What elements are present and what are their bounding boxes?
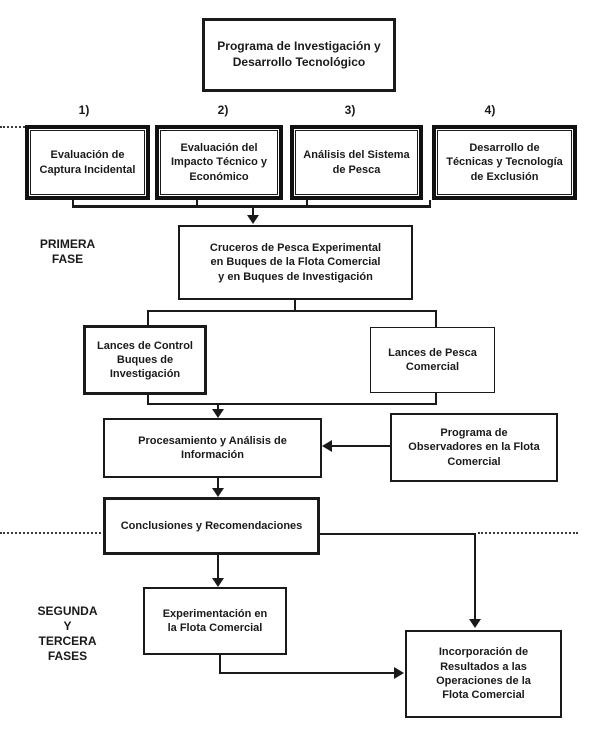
box-desarrollo-tecnicas-text: Desarrollo de Técnicas y Tecnología de E… (446, 142, 563, 183)
box-programa-investigacion: Programa de Investigación y Desarrollo T… (202, 18, 396, 92)
connector-lances-horizontal-top (147, 310, 437, 312)
connector-cruceros-down (294, 300, 296, 312)
box-procesamiento-analisis: Procesamiento y Análisis de Información (103, 418, 322, 478)
connector-factors-horizontal (72, 205, 431, 208)
box-procesamiento-text: Procesamiento y Análisis de Información (138, 434, 287, 461)
connector-lances-control-down (147, 395, 149, 405)
box-evaluacion-captura-text: Evaluación de Captura Incidental (39, 149, 136, 176)
box-inner-border: Análisis del Sistema de Pesca (295, 130, 418, 195)
box-evaluacion-captura-incidental: Evaluación de Captura Incidental (25, 125, 150, 200)
arrowhead-into-experimentacion (212, 578, 224, 587)
box-evaluacion-impacto-text: Evaluación del Impacto Técnico y Económi… (171, 142, 267, 183)
connector-experimentacion-right (219, 672, 396, 674)
box-programa-observadores: Programa de Observadores en la Flota Com… (390, 413, 558, 482)
box-inner-border: Evaluación de Captura Incidental (30, 130, 145, 195)
connector-factor1-stub (72, 200, 74, 207)
connector-to-lances-pesca (435, 310, 437, 327)
arrowhead-into-incorporacion-left (394, 667, 404, 679)
dotted-separator-middle-left (0, 532, 101, 534)
box-conclusiones-text: Conclusiones y Recomendaciones (120, 519, 303, 532)
box-conclusiones-recomendaciones: Conclusiones y Recomendaciones (103, 497, 320, 555)
connector-factor2-stub (196, 200, 198, 207)
box-experimentacion-flota: Experimentación en la Flota Comercial (143, 587, 287, 655)
box-lances-pesca-comercial: Lances de Pesca Comercial (370, 327, 495, 393)
connector-lances-pesca-down (435, 393, 437, 405)
arrowhead-into-procesamiento-right (322, 440, 332, 452)
box-analisis-sistema-text: Análisis del Sistema de Pesca (303, 149, 410, 176)
arrowhead-into-incorporacion-top (469, 619, 481, 628)
box-incorporacion-resultados: Incorporación de Resultados a las Operac… (405, 630, 562, 718)
connector-to-cruceros (252, 207, 254, 216)
connector-to-experimentacion (217, 555, 219, 580)
connector-conclusiones-right (320, 533, 476, 535)
connector-factor4-stub (429, 200, 431, 207)
connector-observadores-to-procesamiento (332, 445, 390, 447)
box-lances-control-text: Lances de Control Buques de Investigació… (97, 339, 193, 381)
box-lances-control: Lances de Control Buques de Investigació… (83, 325, 207, 395)
box-analisis-sistema-pesca: Análisis del Sistema de Pesca (290, 125, 423, 200)
box-cruceros-text: Cruceros de Pesca Experimental en Buques… (209, 242, 382, 283)
dotted-separator-top (0, 126, 28, 128)
factor-number-4: 4) (484, 103, 496, 117)
box-incorporacion-text: Incorporación de Resultados a las Operac… (436, 646, 531, 702)
dotted-separator-middle-right (478, 532, 578, 534)
connector-right-down (474, 533, 476, 620)
box-programa-text: Programa de Investigación y Desarrollo T… (217, 39, 381, 69)
box-inner-border: Evaluación del Impacto Técnico y Económi… (160, 130, 278, 195)
factor-number-1: 1) (78, 103, 90, 117)
factor-number-2: 2) (217, 103, 229, 117)
arrowhead-into-conclusiones (212, 488, 224, 497)
connector-to-lances-control (147, 310, 149, 325)
connector-lances-horizontal-bottom (147, 403, 437, 405)
box-evaluacion-impacto: Evaluación del Impacto Técnico y Económi… (155, 125, 283, 200)
arrowhead-into-cruceros (247, 215, 259, 224)
box-inner-border: Desarrollo de Técnicas y Tecnología de E… (437, 130, 572, 195)
box-cruceros-pesca-experimental: Cruceros de Pesca Experimental en Buques… (178, 225, 413, 300)
box-experimentacion-text: Experimentación en la Flota Comercial (162, 607, 268, 634)
connector-to-conclusiones (217, 478, 219, 490)
connector-to-procesamiento (217, 404, 219, 412)
factor-number-3: 3) (344, 103, 356, 117)
connector-experimentacion-down (219, 655, 221, 674)
box-observadores-text: Programa de Observadores en la Flota Com… (408, 427, 540, 468)
label-primera-fase: PRIMERA FASE (39, 237, 96, 266)
arrowhead-into-procesamiento (212, 409, 224, 418)
label-segunda-tercera-fases: SEGUNDA Y TERCERA FASES (37, 604, 98, 663)
box-desarrollo-tecnicas-exclusion: Desarrollo de Técnicas y Tecnología de E… (432, 125, 577, 200)
connector-factor3-stub (306, 200, 308, 207)
box-lances-pesca-text: Lances de Pesca Comercial (388, 346, 477, 373)
